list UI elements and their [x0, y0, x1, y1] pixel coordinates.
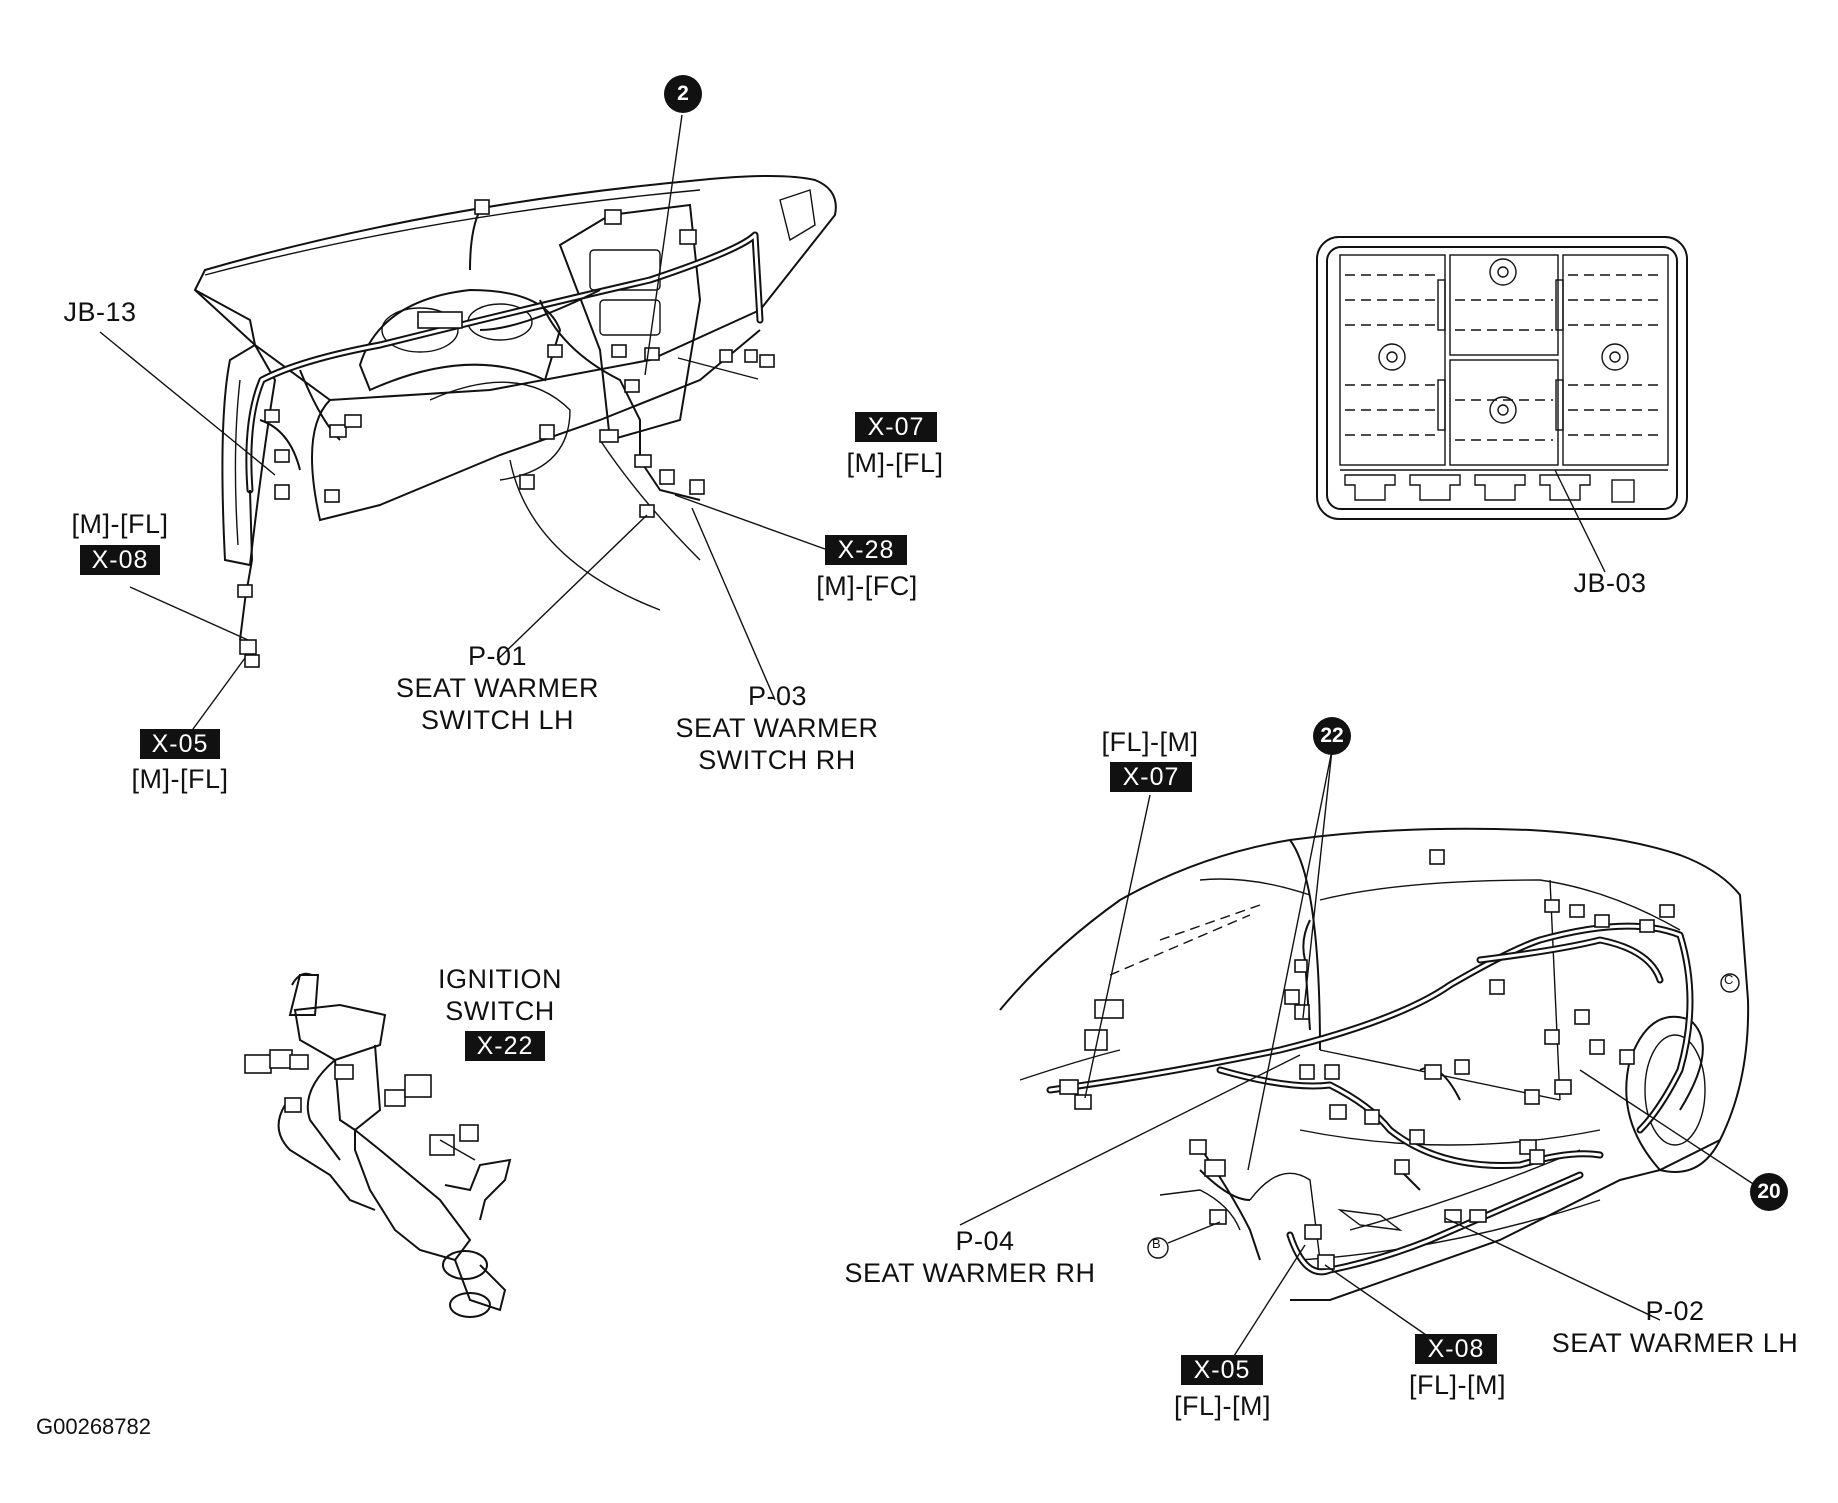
tag-x-07-bottom: X-07 [1110, 762, 1192, 792]
badge-20: 20 [1750, 1173, 1788, 1211]
steering-column-illustration [244, 972, 512, 1318]
label-jb-03: JB-03 [1573, 568, 1647, 598]
label-x-08-top-pair: [M]-[FL] [71, 509, 169, 539]
label-ignition-line1: IGNITION [438, 964, 562, 994]
leader-lines [99, 114, 1771, 1371]
badge-22: 22 [1313, 717, 1351, 755]
label-p-04-code: P-04 [955, 1226, 1015, 1256]
label-p-01-line2: SWITCH LH [421, 705, 574, 735]
reference-mark-c [1720, 973, 1740, 993]
label-jb-13: JB-13 [63, 297, 137, 327]
tag-x-05-top: X-05 [140, 729, 220, 759]
label-x-05-bottom-pair: [FL]-[M] [1174, 1391, 1271, 1421]
badge-2: 2 [664, 75, 702, 113]
label-x-05-top-pair: [M]-[FL] [131, 764, 229, 794]
reference-mark-b-letter: B [1152, 1236, 1161, 1251]
label-p-01-line1: SEAT WARMER [395, 673, 600, 703]
label-p-03-line2: SWITCH RH [698, 745, 856, 775]
reference-mark-c-letter: C [1724, 972, 1734, 987]
label-x-28-pair: [M]-[FC] [816, 571, 918, 601]
figure-id: G00268782 [36, 1414, 151, 1439]
label-p-03-code: P-03 [747, 681, 808, 711]
tag-x-07-top: X-07 [855, 412, 937, 442]
junction-block-illustration [1316, 236, 1688, 520]
label-ignition-line2: SWITCH [445, 996, 555, 1026]
tag-x-05-bottom: X-05 [1181, 1355, 1263, 1385]
vehicle-body-illustration [999, 827, 1750, 1301]
reference-mark-b [1147, 1237, 1169, 1259]
label-x-08-bottom-pair: [FL]-[M] [1409, 1370, 1506, 1400]
tag-x-28: X-28 [825, 535, 907, 565]
label-p-01-code: P-01 [467, 641, 528, 671]
label-x-07-top-pair: [M]-[FL] [846, 448, 944, 478]
tag-x-08-top: X-08 [80, 545, 160, 575]
label-p-03-line1: SEAT WARMER [675, 713, 879, 743]
dashboard-illustration [193, 175, 837, 668]
label-p-02-name: SEAT WARMER LH [1551, 1328, 1799, 1358]
label-p-04-name: SEAT WARMER RH [844, 1258, 1096, 1288]
tag-x-08-bottom: X-08 [1415, 1334, 1497, 1364]
tag-x-22: X-22 [465, 1031, 545, 1061]
label-p-02-code: P-02 [1645, 1296, 1705, 1326]
label-x-07-bottom-pair: [FL]-[M] [1101, 727, 1199, 757]
